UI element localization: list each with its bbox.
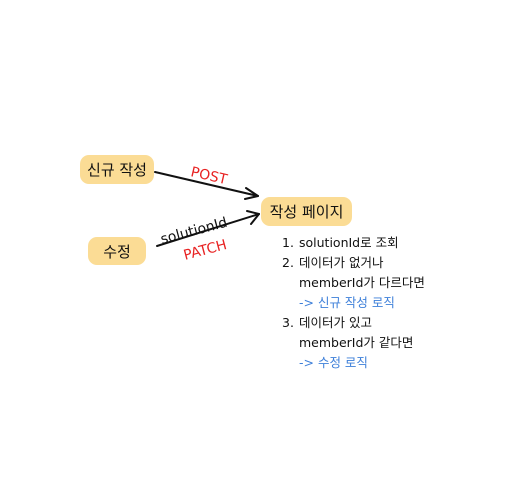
note-logic-edit: -> 수정 로직: [299, 355, 368, 370]
node-edit-label: 수정: [103, 242, 131, 261]
note-text: 데이터가 없거나: [299, 255, 384, 270]
node-new-post: 신규 작성: [80, 155, 154, 184]
note-text: memberId가 다르다면: [299, 275, 425, 290]
note-text: memberId가 같다면: [299, 335, 414, 350]
node-write-page-label: 작성 페이지: [269, 203, 344, 221]
note-number: 3.: [282, 315, 294, 330]
arrow-post: [154, 171, 259, 200]
node-new-post-label: 신규 작성: [87, 161, 147, 179]
note-text: solutionId로 조회: [299, 235, 399, 250]
edge-label-patch: PATCH: [182, 237, 229, 264]
note-logic-new: -> 신규 작성 로직: [299, 295, 395, 310]
node-edit: 수정: [88, 237, 146, 265]
node-write-page: 작성 페이지: [261, 197, 352, 226]
note-text: 데이터가 있고: [299, 315, 372, 330]
note-number: 1.: [282, 235, 294, 250]
arrow-patch: [156, 210, 260, 247]
note-number: 2.: [282, 255, 294, 270]
